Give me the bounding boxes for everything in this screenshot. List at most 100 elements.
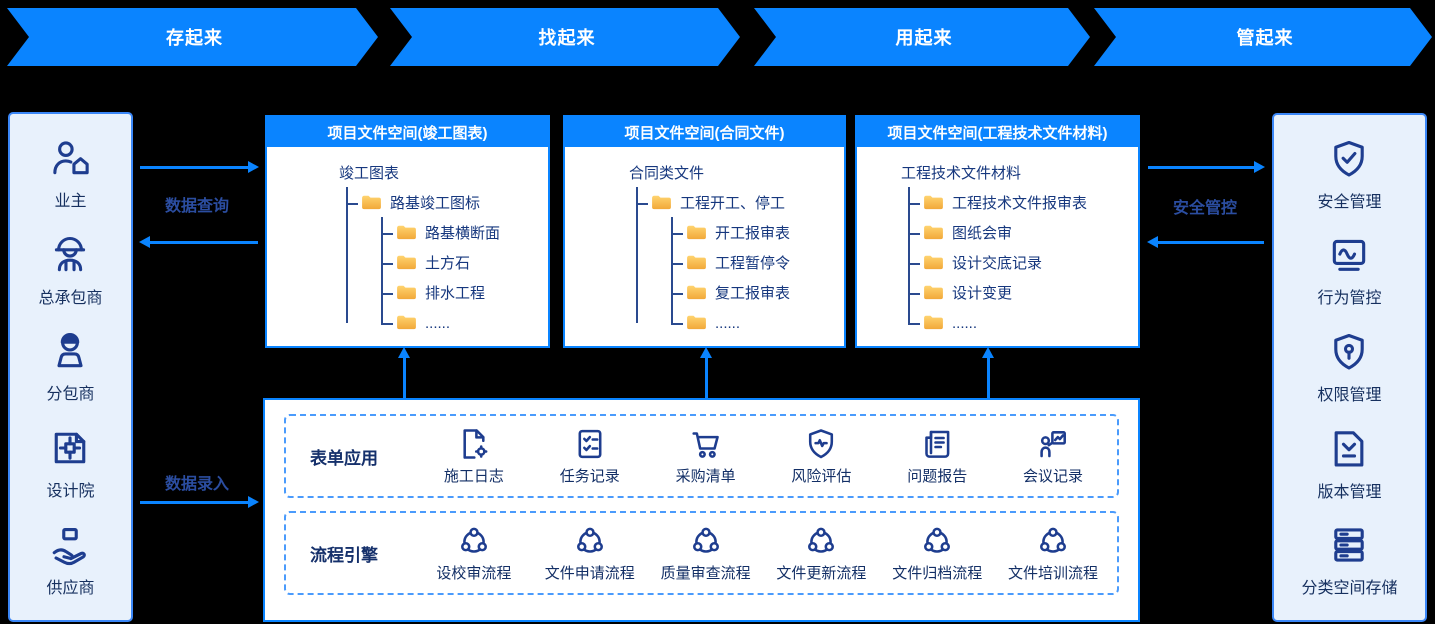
engine-item-label: 采购清单 [675,468,736,485]
presentation-icon [1035,426,1071,462]
engine-item: 施工日志 [416,426,532,486]
tree-node: 开工报审表 [671,219,844,249]
shield-key-icon [1327,330,1371,374]
data-query-return-arrow-line [150,241,258,244]
folder-icon [686,284,707,300]
file-space-panel-1: 项目文件空间(竣工图表)竣工图表路基竣工图标路基横断面土方石排水工程...... [265,115,550,348]
engine-item-label: 文件培训流程 [1008,565,1099,582]
tree-node: ...... [671,309,844,339]
folder-icon [923,254,944,270]
tree-node-label: ...... [715,315,741,332]
tree-node-label: ...... [952,315,978,332]
tree-node-label: 工程暂停令 [715,255,791,272]
engine-item: 采购清单 [648,426,764,486]
arrow-right-icon [248,161,259,173]
version-doc-icon [1327,427,1371,471]
banner-step-label: 找起来 [538,28,596,48]
engine-to-panel1-arrow-line [403,356,406,398]
tree-node-label: ...... [425,315,451,332]
tree-node: 图纸会审 [908,219,1138,249]
tree-node: ...... [908,309,1138,339]
sidebar-item: 版本管理 [1317,427,1382,502]
tree-root-label: 合同类文件 [629,165,705,182]
arrow-left-icon [139,236,150,248]
engine-item: 会议记录 [995,426,1111,486]
server-stack-icon [1327,523,1371,567]
folder-icon [686,224,707,240]
engine-item-label: 问题报告 [907,468,968,485]
engine-item: 文件培训流程 [995,523,1111,583]
sidebar-item-label: 供应商 [46,580,95,598]
shield-check-icon [1327,137,1371,181]
sidebar-item: 安全管理 [1317,137,1382,212]
engine-item: 文件更新流程 [763,523,879,583]
folder-icon [361,194,382,210]
folder-icon [686,254,707,270]
stakeholders-sidebar: 业主总承包商分包商设计院供应商 [8,112,133,622]
sidebar-item: 分包商 [46,329,95,404]
security-control-return-arrow-line [1158,241,1264,244]
workflow-icon [919,523,955,559]
file-space-panel-3: 项目文件空间(工程技术文件材料)工程技术文件材料工程技术文件报审表图纸会审设计交… [855,115,1140,348]
data-query-arrow-line [140,166,250,169]
tree-node-label: 复工报审表 [715,285,791,302]
folder-icon [396,254,417,270]
shield-pulse-icon [803,426,839,462]
tree-node: ...... [381,309,548,339]
folder-icon [923,284,944,300]
tree-node: 工程开工、停工开工报审表工程暂停令复工报审表...... [636,189,844,339]
process-engine-box: 流程引擎设校审流程文件申请流程质量审查流程文件更新流程文件归档流程文件培训流程 [284,511,1119,595]
engine-item: 设校审流程 [416,523,532,583]
sidebar-item-label: 行为管控 [1317,290,1382,308]
engine-to-panel2-arrow-line [705,356,708,398]
security-control-label: 安全管控 [1172,200,1237,217]
engine-item: 文件申请流程 [532,523,648,583]
banner-step-4: 管起来 [1094,8,1432,66]
engine-row-label: 表单应用 [310,448,378,468]
workflow-icon [688,523,724,559]
data-entry-label: 数据录入 [164,476,229,493]
sidebar-item: 总承包商 [38,233,103,308]
tree-node-label: 图纸会审 [952,225,1013,242]
arrow-up-icon [398,347,410,358]
sidebar-item-label: 设计院 [46,483,95,501]
engine-row-label: 流程引擎 [310,545,378,565]
workflow-icon [572,523,608,559]
sidebar-item-label: 安全管理 [1317,193,1382,211]
arrow-up-icon [700,347,712,358]
tree-node-label: 土方石 [425,255,471,272]
banner-step-3: 用起来 [754,8,1090,66]
sidebar-item: 分类空间存储 [1301,523,1398,598]
folder-icon [396,224,417,240]
contractor-helmet-icon [48,233,92,277]
banner-step-2: 找起来 [390,8,740,66]
engine-item-label: 文件归档流程 [892,565,983,582]
engine-item: 风险评估 [763,426,879,486]
sidebar-item-label: 总承包商 [38,289,103,307]
sidebar-item: 供应商 [46,523,95,598]
arrow-left-icon [1147,236,1158,248]
tree-node-label: 设计交底记录 [952,255,1043,272]
owner-house-icon [49,136,93,180]
file-space-panel-2: 项目文件空间(合同文件)合同类文件工程开工、停工开工报审表工程暂停令复工报审表.… [563,115,846,348]
sidebar-item: 设计院 [46,426,95,501]
engine-item-label: 风险评估 [791,468,852,485]
cart-icon [688,426,724,462]
workflow-icon [803,523,839,559]
folder-tree: 合同类文件工程开工、停工开工报审表工程暂停令复工报审表...... [565,147,844,339]
engine-item: 任务记录 [532,426,648,486]
tree-root-label: 竣工图表 [339,165,400,182]
tree-node-label: 设计变更 [952,285,1013,302]
sidebar-item-label: 版本管理 [1317,483,1382,501]
tree-node: 排水工程 [381,279,548,309]
engine-to-panel3-arrow-line [987,356,990,398]
tree-node-label: 工程开工、停工 [680,195,786,212]
checklist-icon [572,426,608,462]
monitor-wave-icon [1327,233,1371,277]
sidebar-item: 权限管理 [1317,330,1382,405]
governance-sidebar: 安全管理行为管控权限管理版本管理分类空间存储 [1272,113,1427,622]
engine-item-label: 设校审流程 [436,565,512,582]
arrow-up-icon [982,347,994,358]
sidebar-item-label: 分类空间存储 [1301,580,1398,598]
